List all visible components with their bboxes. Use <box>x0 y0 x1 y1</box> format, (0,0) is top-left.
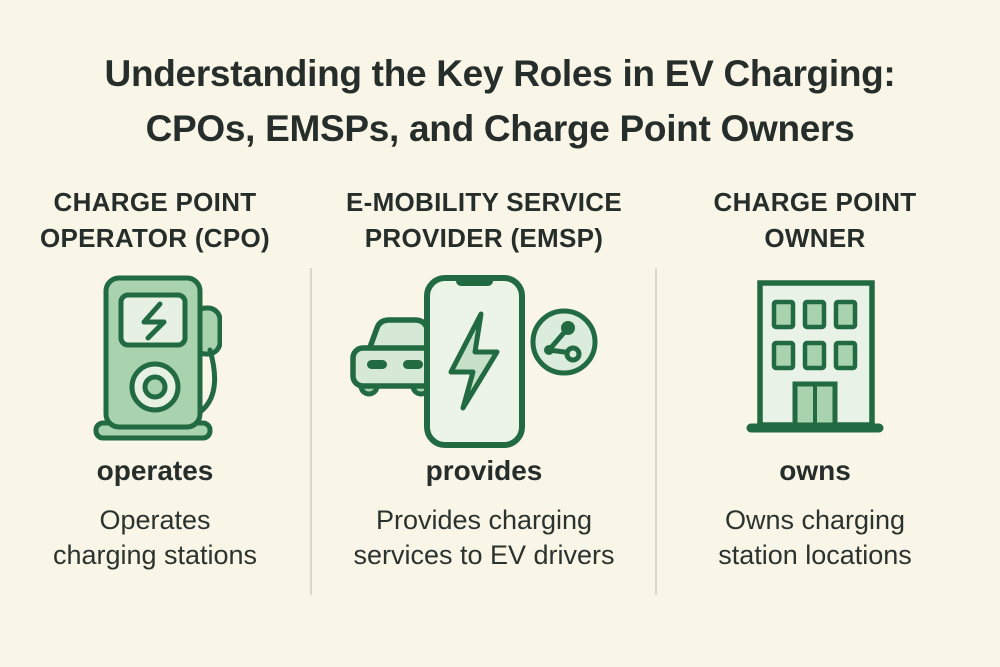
owner-icon-wrap <box>658 266 972 442</box>
column-emsp: E-MOBILITY SERVICE PROVIDER (EMSP) <box>312 0 656 667</box>
page-title: Understanding the Key Roles in EV Chargi… <box>0 46 1000 156</box>
column-header-emsp-line1: E-MOBILITY SERVICE <box>345 187 623 217</box>
page-title-line-1: Understanding the Key Roles in EV Chargi… <box>104 53 896 94</box>
owner-description-line1: Owns charging <box>724 505 906 535</box>
lightning-bolt-icon <box>448 311 500 411</box>
column-divider-1 <box>310 268 312 595</box>
cpo-description: Operates charging stations <box>0 503 310 573</box>
owner-description: Owns charging station locations <box>658 503 972 573</box>
column-header-cpo-line2: OPERATOR (CPO) <box>39 223 271 253</box>
column-header-owner-line2: OWNER <box>764 223 866 253</box>
office-building-icon <box>746 280 884 433</box>
column-header-cpo: CHARGE POINT OPERATOR (CPO) <box>0 184 310 256</box>
column-cpo: CHARGE POINT OPERATOR (CPO) <box>0 0 310 667</box>
column-owner: CHARGE POINT OWNER owns <box>658 0 972 667</box>
share-network-icon <box>530 308 598 376</box>
owner-description-line2: station locations <box>718 540 912 570</box>
cpo-icon-wrap <box>0 272 310 442</box>
phone-car-share-icon <box>350 275 598 448</box>
page-title-line-2: CPOs, EMSPs, and Charge Point Owners <box>145 108 855 149</box>
lightning-bolt-icon <box>141 301 167 341</box>
cpo-description-line2: charging stations <box>52 540 258 570</box>
emsp-description: Provides charging services to EV drivers <box>312 503 656 573</box>
column-divider-2 <box>655 268 657 595</box>
emsp-keyword: provides <box>425 455 543 486</box>
ev-charging-station-icon <box>93 275 222 441</box>
column-header-emsp-line2: PROVIDER (EMSP) <box>364 223 604 253</box>
cpo-description-line1: Operates <box>99 505 211 535</box>
column-header-owner: CHARGE POINT OWNER <box>658 184 972 256</box>
column-header-cpo-line1: CHARGE POINT <box>53 187 257 217</box>
emsp-description-line2: services to EV drivers <box>353 540 615 570</box>
column-header-emsp: E-MOBILITY SERVICE PROVIDER (EMSP) <box>312 184 656 256</box>
column-header-owner-line1: CHARGE POINT <box>713 187 917 217</box>
smartphone-icon <box>424 275 525 448</box>
cpo-keyword: operates <box>96 455 214 486</box>
emsp-description-line1: Provides charging <box>375 505 593 535</box>
emsp-icon-wrap <box>312 256 656 448</box>
owner-keyword: owns <box>779 455 851 486</box>
